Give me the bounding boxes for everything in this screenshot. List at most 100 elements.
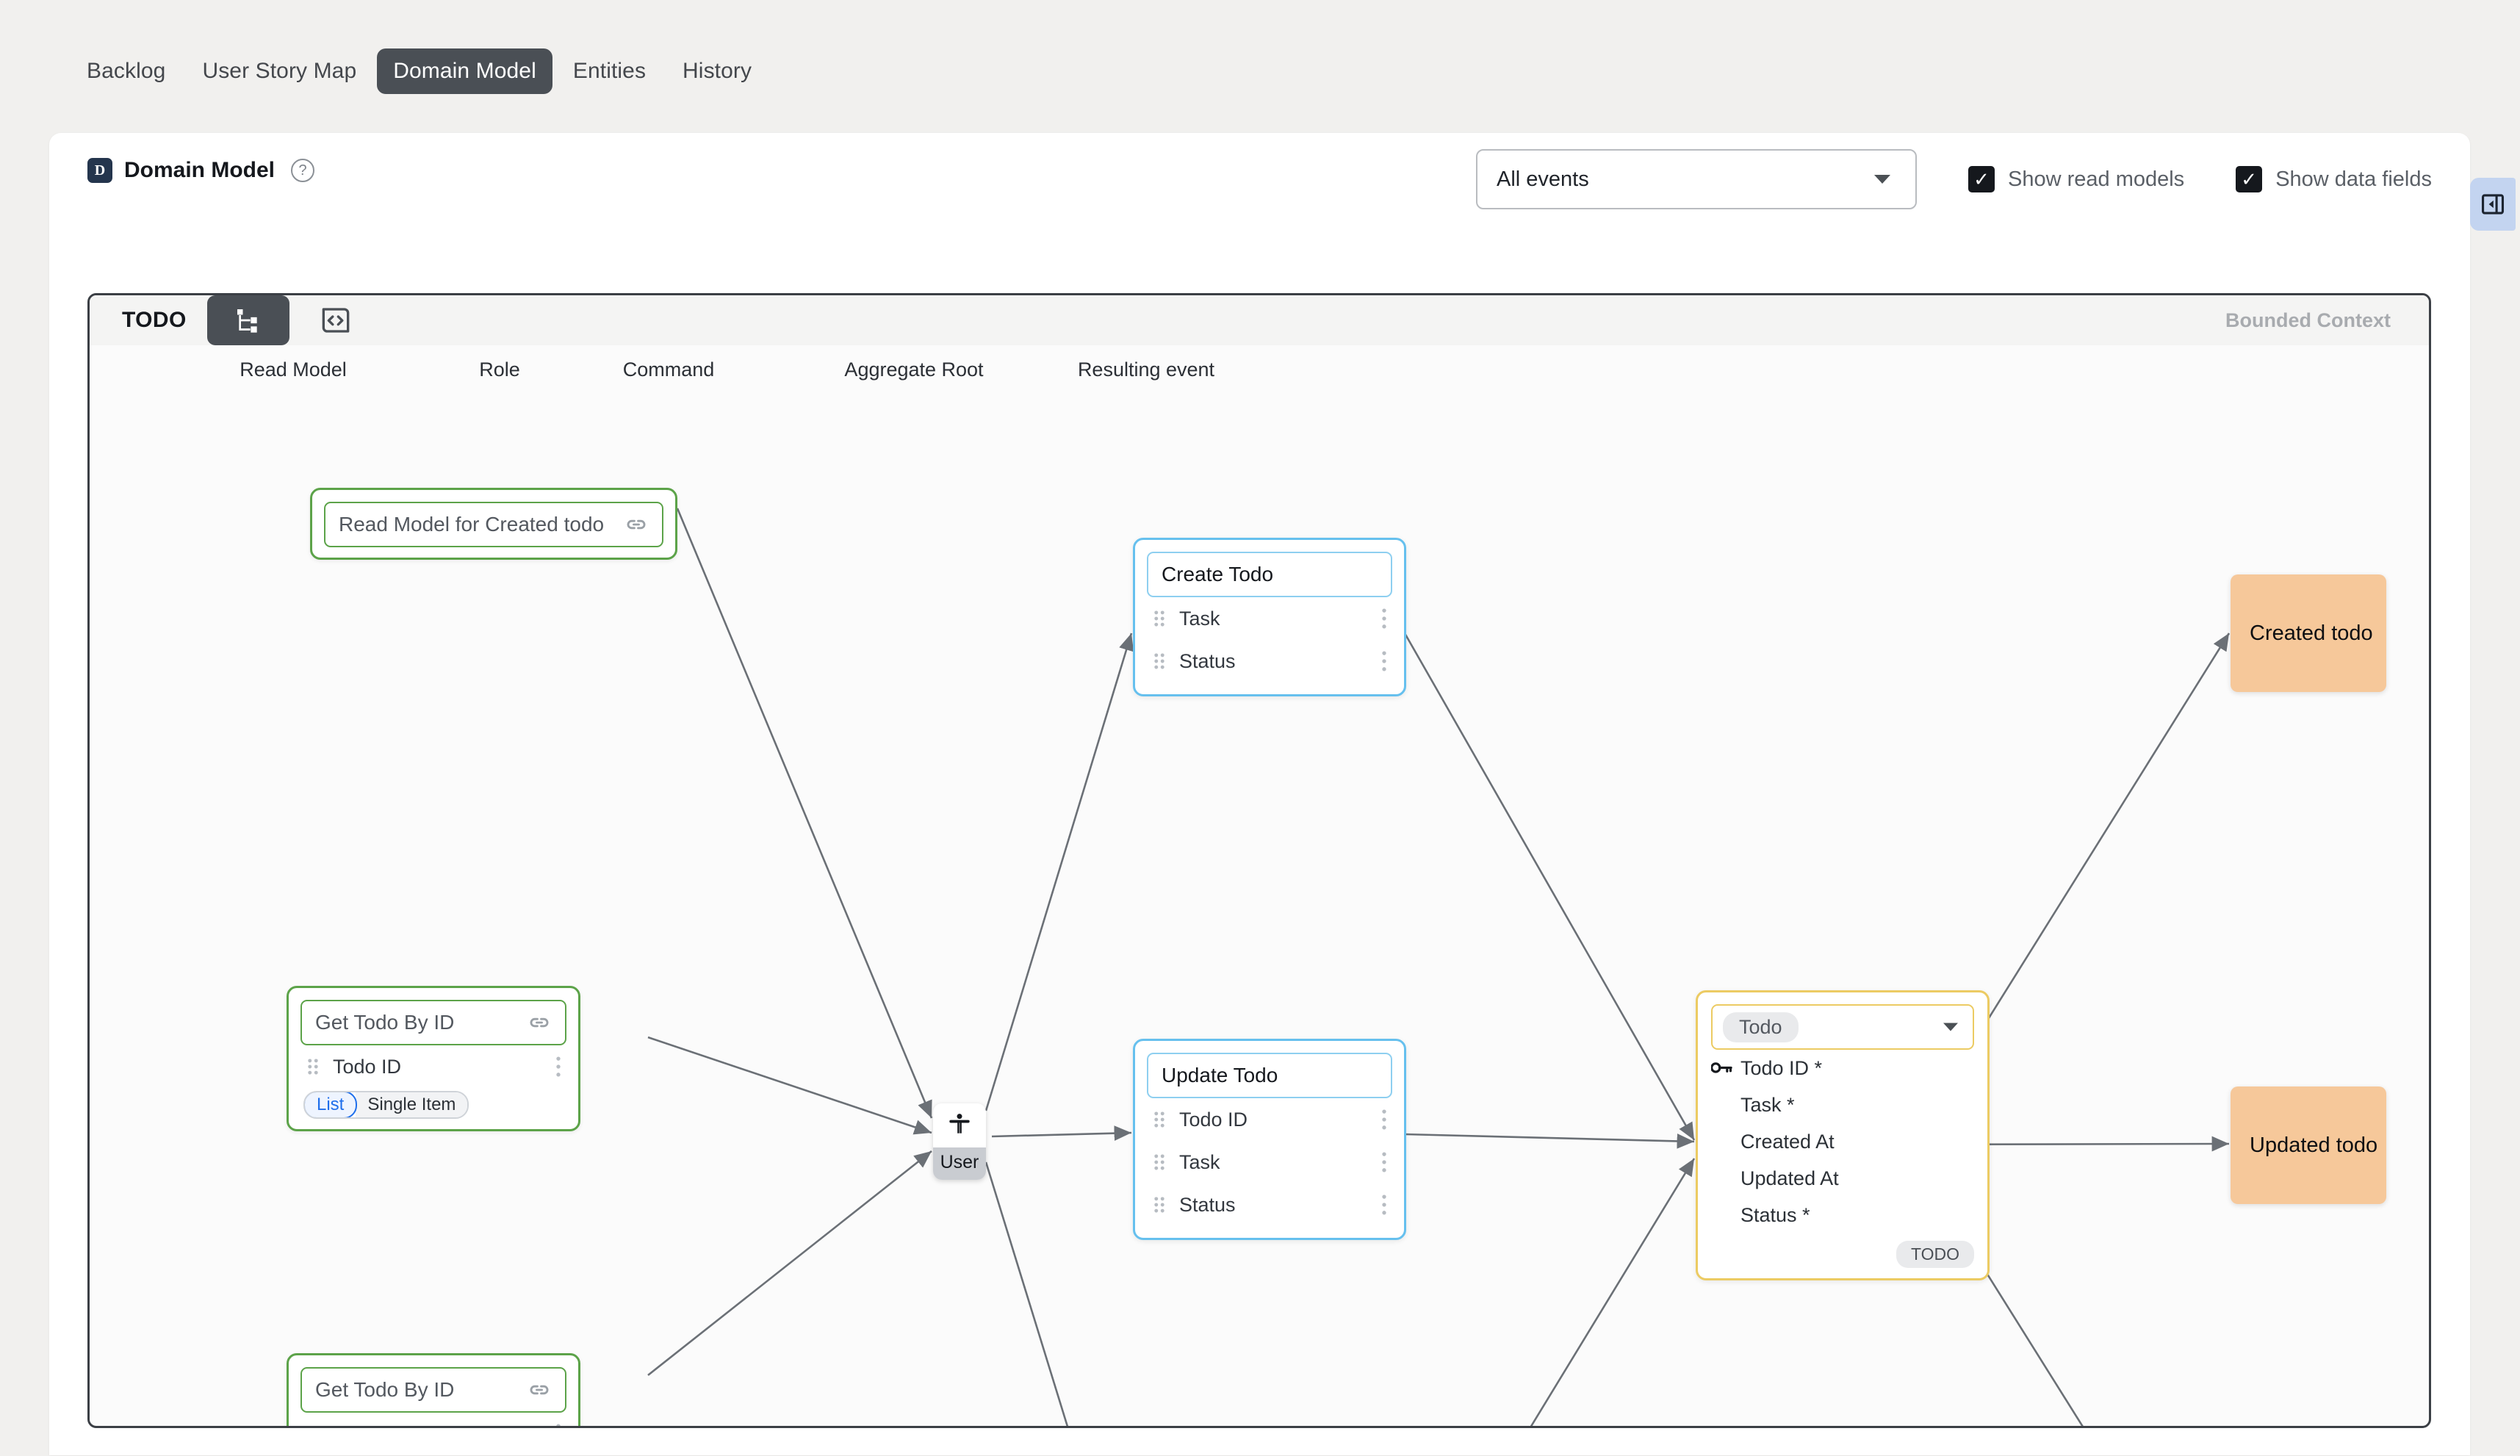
- read-model-name-value: Get Todo By ID: [315, 1378, 455, 1401]
- column-header-resulting-event: Resulting event: [1077, 358, 1215, 381]
- key-icon: [1711, 1060, 1740, 1076]
- read-model-card[interactable]: Read Model for Created todo: [310, 488, 677, 560]
- field-name: Todo ID: [333, 1423, 401, 1427]
- command-name-input[interactable]: Create Todo: [1147, 552, 1392, 597]
- show-data-fields-toggle[interactable]: ✓ Show data fields: [2236, 166, 2432, 192]
- question-mark-icon[interactable]: ?: [291, 159, 315, 182]
- aggregate-entity-select[interactable]: Todo: [1711, 1004, 1974, 1050]
- aggregate-root-node-todo[interactable]: Todo Todo ID * T: [1696, 990, 1990, 1280]
- chevron-down-icon: [1874, 175, 1890, 184]
- role-card[interactable]: User: [933, 1103, 986, 1180]
- read-model-name-input[interactable]: Get Todo By ID: [300, 1000, 566, 1045]
- column-header-read-model: Read Model: [240, 358, 347, 381]
- aggregate-field-name: Todo ID *: [1740, 1056, 1823, 1079]
- event-node-updated-todo[interactable]: Updated todo: [2231, 1086, 2386, 1204]
- field-row[interactable]: Task: [1147, 597, 1392, 640]
- tab-backlog[interactable]: Backlog: [87, 59, 166, 83]
- aggregate-root-card[interactable]: Todo Todo ID * T: [1696, 990, 1990, 1280]
- drag-handle-icon[interactable]: [303, 1057, 323, 1076]
- aggregate-field-row[interactable]: Created At: [1711, 1123, 1974, 1160]
- more-options-icon[interactable]: [1380, 650, 1388, 672]
- drag-handle-icon[interactable]: [1150, 1195, 1169, 1214]
- link-icon[interactable]: [527, 1010, 552, 1035]
- more-options-icon[interactable]: [1380, 1109, 1388, 1131]
- role-label: User: [933, 1147, 986, 1180]
- read-model-name-input[interactable]: Get Todo By ID: [300, 1367, 566, 1413]
- chevron-down-icon: [1943, 1023, 1958, 1031]
- show-read-models-toggle[interactable]: ✓ Show read models: [1968, 166, 2184, 192]
- read-model-node-2[interactable]: Get Todo By ID: [287, 1353, 580, 1427]
- checkbox-checked-icon[interactable]: ✓: [2236, 166, 2263, 192]
- tree-view-icon[interactable]: [206, 295, 289, 345]
- field-row[interactable]: Todo ID: [1147, 1098, 1392, 1141]
- column-header-row: Read Model Role Command Aggregate Root R…: [90, 345, 2429, 397]
- mode-option-single-item[interactable]: Single Item: [356, 1092, 468, 1117]
- link-icon[interactable]: [527, 1377, 552, 1402]
- tab-domain-model[interactable]: Domain Model: [377, 48, 552, 94]
- field-name: Status: [1179, 1193, 1236, 1216]
- bounded-context-type-label: Bounded Context: [2225, 309, 2391, 331]
- main-tab-strip: Backlog User Story Map Domain Model Enti…: [53, 48, 768, 94]
- tab-history[interactable]: History: [683, 59, 752, 83]
- read-model-node-0[interactable]: Read Model for Created todo: [310, 488, 677, 560]
- bounded-context-header: TODO Bounded Conte: [90, 295, 2429, 345]
- drag-handle-icon[interactable]: [1150, 609, 1169, 628]
- drag-handle-icon[interactable]: [1150, 652, 1169, 671]
- field-row[interactable]: Todo ID: [300, 1045, 566, 1088]
- drag-handle-icon[interactable]: [1150, 1110, 1169, 1129]
- field-name: Status: [1179, 649, 1236, 672]
- command-card[interactable]: Create Todo Task: [1133, 538, 1406, 696]
- read-model-card[interactable]: Get Todo By ID: [287, 1353, 580, 1427]
- aggregate-field-row[interactable]: Status *: [1711, 1197, 1974, 1233]
- aggregate-field-row[interactable]: Todo ID *: [1711, 1050, 1974, 1086]
- field-row[interactable]: Status: [1147, 640, 1392, 682]
- field-row[interactable]: Status: [1147, 1183, 1392, 1226]
- app-shell: Backlog User Story Map Domain Model Enti…: [49, 19, 2520, 1456]
- more-options-icon[interactable]: [555, 1056, 562, 1078]
- aggregate-field-row[interactable]: Task *: [1711, 1086, 1974, 1123]
- aggregate-field-name: Created At: [1740, 1130, 1835, 1153]
- event-filter-select[interactable]: All events: [1476, 149, 1917, 209]
- drag-handle-icon[interactable]: [1150, 1153, 1169, 1172]
- command-node-update-todo[interactable]: Update Todo Todo ID: [1133, 1039, 1406, 1240]
- aggregate-context-tag: TODO: [1896, 1241, 1974, 1268]
- column-header-role: Role: [479, 358, 520, 381]
- field-name: Task: [1179, 607, 1220, 630]
- command-name-input[interactable]: Update Todo: [1147, 1053, 1392, 1098]
- link-icon[interactable]: [624, 512, 649, 537]
- read-model-node-1[interactable]: Get Todo By ID: [287, 986, 580, 1131]
- read-model-name-value: Get Todo By ID: [315, 1011, 455, 1034]
- bounded-context-name: TODO: [122, 308, 187, 332]
- column-header-aggregate-root: Aggregate Root: [844, 358, 984, 381]
- read-model-mode-toggle[interactable]: List Single Item: [303, 1091, 469, 1119]
- read-model-card[interactable]: Get Todo By ID: [287, 986, 580, 1131]
- mode-option-list[interactable]: List: [305, 1092, 358, 1117]
- more-options-icon[interactable]: [1380, 1194, 1388, 1216]
- panel-collapse-icon: [2481, 194, 2505, 215]
- field-name: Task: [1179, 1150, 1220, 1173]
- tab-entities[interactable]: Entities: [572, 59, 647, 83]
- page-title: Domain Model: [124, 158, 276, 182]
- show-read-models-label: Show read models: [2008, 167, 2185, 191]
- person-accessibility-icon: [933, 1103, 986, 1147]
- checkbox-checked-icon[interactable]: ✓: [1968, 166, 1995, 192]
- command-card[interactable]: Update Todo Todo ID: [1133, 1039, 1406, 1240]
- code-view-icon[interactable]: [309, 298, 363, 343]
- field-name: Todo ID: [333, 1055, 402, 1078]
- aggregate-field-row[interactable]: Updated At: [1711, 1160, 1974, 1197]
- command-name-value: Create Todo: [1162, 563, 1274, 585]
- more-options-icon[interactable]: [1380, 1151, 1388, 1173]
- more-options-icon[interactable]: [1380, 608, 1388, 630]
- drag-handle-icon[interactable]: [303, 1424, 323, 1426]
- more-options-icon[interactable]: [555, 1423, 562, 1426]
- tab-user-story-map[interactable]: User Story Map: [202, 59, 357, 83]
- panel-header: D Domain Model ? All events ✓ Show read …: [49, 133, 2470, 212]
- read-model-name-input[interactable]: Read Model for Created todo: [324, 502, 663, 547]
- field-row[interactable]: Task: [1147, 1141, 1392, 1183]
- aggregate-field-name: Status *: [1740, 1203, 1810, 1226]
- sidebar-collapse-button[interactable]: [2470, 178, 2516, 231]
- role-node-user[interactable]: User: [933, 1103, 986, 1180]
- command-node-create-todo[interactable]: Create Todo Task: [1133, 538, 1406, 696]
- event-node-created-todo[interactable]: Created todo: [2231, 574, 2386, 692]
- field-row[interactable]: Todo ID: [300, 1413, 566, 1427]
